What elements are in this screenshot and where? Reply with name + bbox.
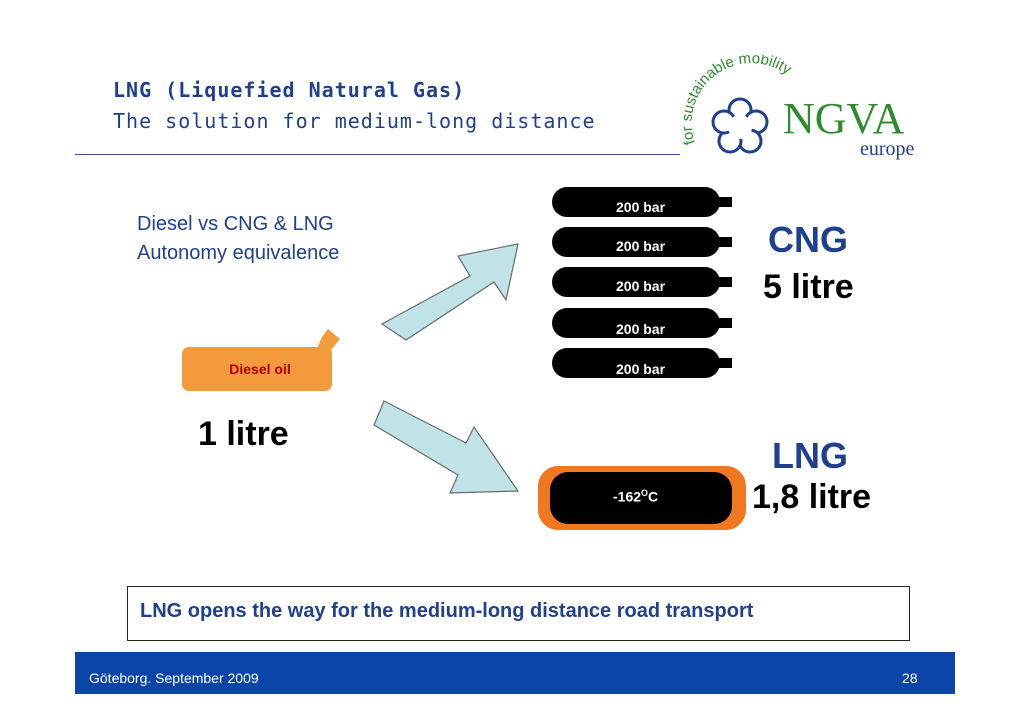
cng-cylinder-pressure: 200 bar (616, 278, 666, 294)
footer-location-date: Göteborg. September 2009 (89, 670, 259, 686)
diesel-can-label: Diesel oil (229, 361, 290, 377)
diesel-can: Diesel oil (182, 329, 340, 391)
footer-bar (75, 652, 955, 694)
lng-volume: 1,8 litre (752, 478, 872, 516)
page-number: 28 (902, 670, 918, 686)
diesel-volume: 1 litre (198, 415, 289, 453)
cng-cylinder-pressure: 200 bar (616, 361, 666, 377)
cng-cylinder-pressure: 200 bar (616, 238, 666, 254)
comparison-subtitle-line2: Autonomy equivalence (137, 242, 340, 264)
cng-cylinder (552, 267, 732, 297)
arrow-to-lng-icon (373, 400, 520, 494)
lng-tank-temperature: -162OC (613, 488, 659, 505)
cng-cylinder (552, 187, 732, 217)
slide-title-line1: LNG (Liquefied Natural Gas) (113, 78, 466, 102)
cng-cylinder-pressure: 200 bar (616, 321, 666, 337)
cng-cylinder (552, 227, 732, 257)
slide-title-line2: The solution for medium-long distance (113, 109, 596, 133)
lng-label: LNG (772, 435, 848, 476)
comparison-subtitle-line1: Diesel vs CNG & LNG (137, 213, 334, 235)
lng-tank (538, 466, 746, 530)
cng-cylinder-pressure: 200 bar (616, 199, 666, 215)
cng-cylinder-stack: 200 bar 200 bar 200 bar 200 bar 200 bar (550, 185, 740, 380)
logo-brand: NGVA (783, 94, 905, 143)
flower-icon (711, 97, 769, 154)
conclusion-text: LNG opens the way for the medium-long di… (140, 600, 754, 622)
cng-cylinder (552, 308, 732, 338)
cng-volume: 5 litre (763, 268, 854, 306)
cng-label: CNG (768, 219, 848, 260)
cng-cylinder (552, 348, 732, 378)
conclusion-banner (127, 586, 910, 641)
arrow-to-cng-icon (380, 243, 519, 341)
title-divider (75, 154, 680, 155)
ngva-logo: for sustainable mobility NGVA europe (680, 55, 915, 160)
logo-region: europe (860, 138, 915, 160)
